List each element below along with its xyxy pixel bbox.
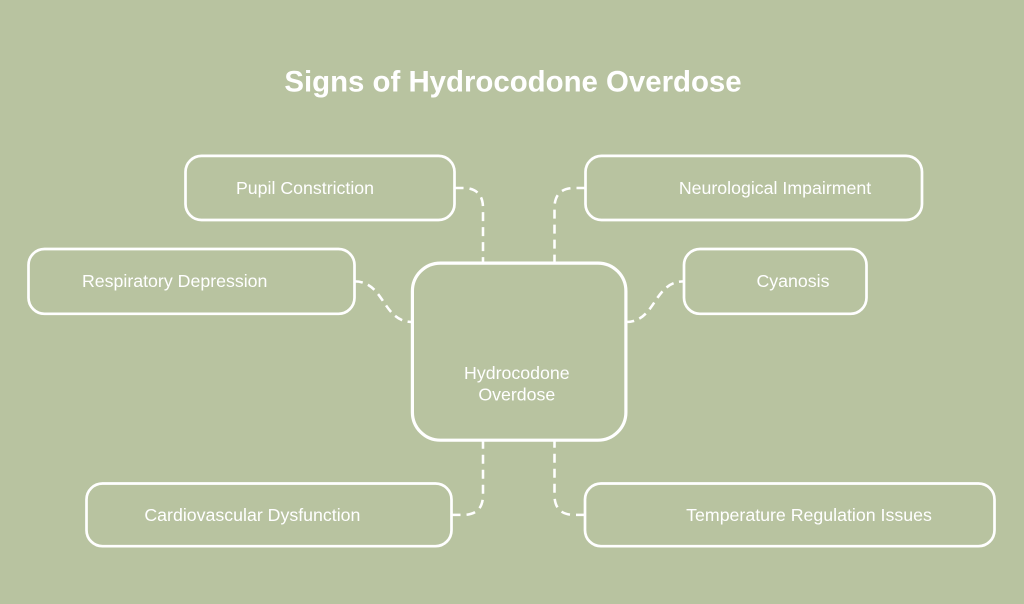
svg-text:Cyanosis: Cyanosis — [756, 271, 829, 291]
svg-text:Cardiovascular Dysfunction: Cardiovascular Dysfunction — [144, 505, 360, 525]
svg-text:Neurological Impairment: Neurological Impairment — [679, 178, 871, 198]
svg-text:Signs of Hydrocodone Overdose: Signs of Hydrocodone Overdose — [284, 66, 741, 99]
svg-text:Pupil Constriction: Pupil Constriction — [236, 178, 374, 198]
svg-text:Hydrocodone: Hydrocodone — [464, 363, 570, 383]
svg-text:Temperature Regulation Issues: Temperature Regulation Issues — [686, 505, 932, 525]
svg-text:Overdose: Overdose — [478, 384, 555, 404]
svg-text:Respiratory Depression: Respiratory Depression — [82, 271, 267, 291]
